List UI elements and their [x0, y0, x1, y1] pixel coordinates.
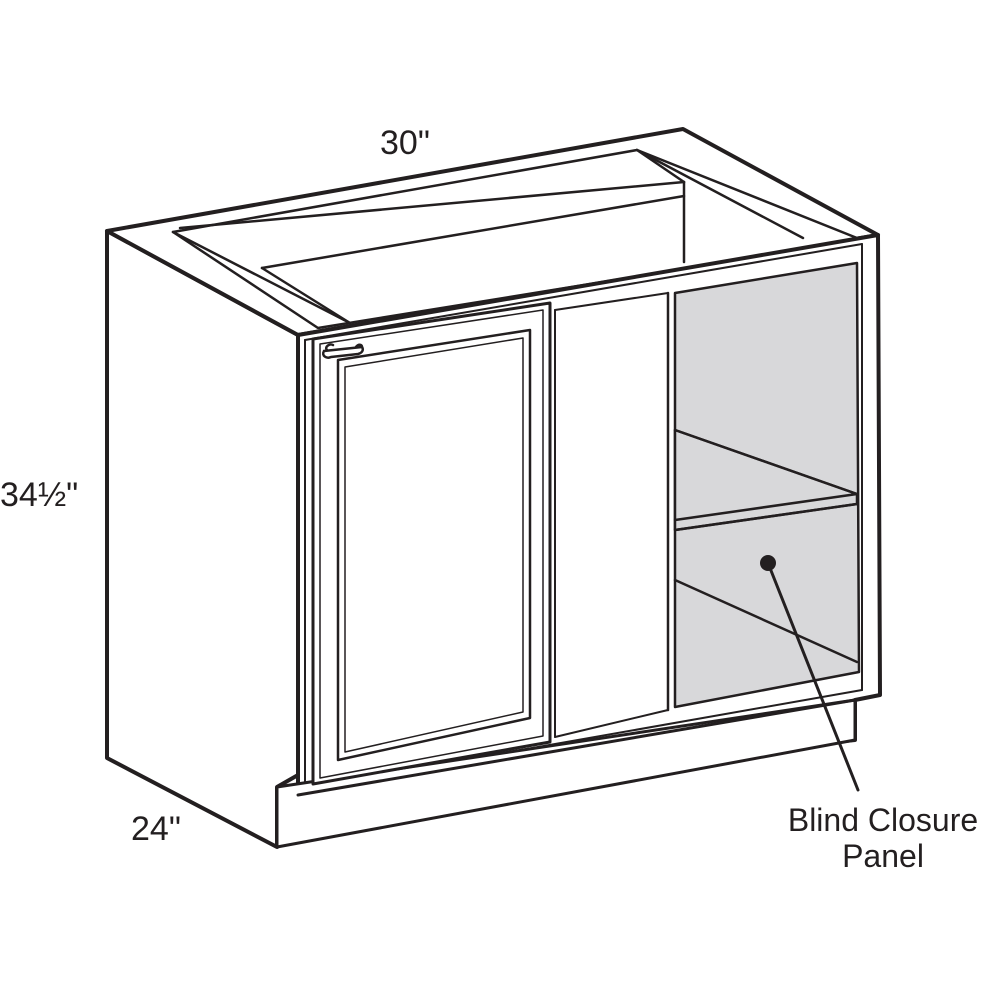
- callout-leader-line: [766, 561, 860, 792]
- blind-closure-panel-callout: Blind Closure Panel: [760, 802, 1000, 874]
- cabinet-door: [311, 301, 552, 786]
- cabinet-toe-kick: [275, 698, 857, 849]
- callout-line-1: Blind Closure: [787, 802, 979, 838]
- callout-dot: [760, 555, 776, 571]
- depth-dimension-label: 24": [131, 810, 181, 848]
- width-dimension-label: 30": [380, 124, 430, 162]
- door-handle-icon: [322, 343, 365, 359]
- cabinet-side-panel: [105, 229, 300, 849]
- cabinet-shelf: [673, 428, 859, 664]
- cabinet-top-rails: [171, 148, 805, 325]
- callout-line-2: Panel: [842, 838, 924, 874]
- height-dimension-label: 34½": [0, 476, 79, 514]
